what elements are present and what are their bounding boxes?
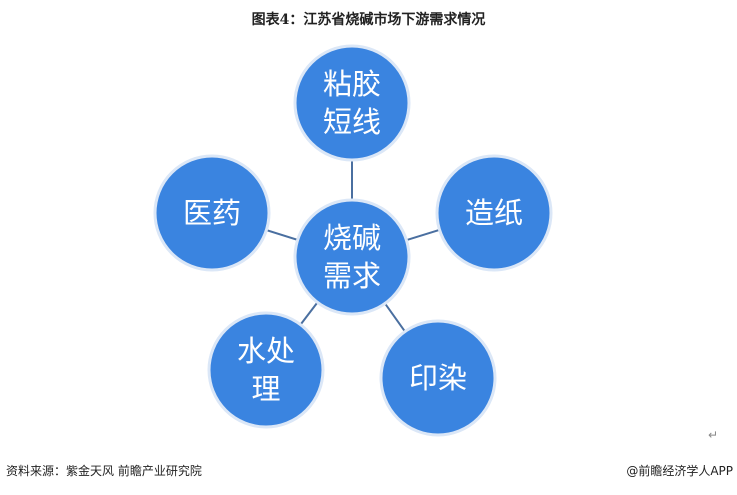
node-left-label: 医药 xyxy=(155,194,269,232)
node-bottom-right-circle xyxy=(379,319,497,437)
node-top-label: 粘胶短线 xyxy=(295,65,409,141)
node-bottom-right-label-line: 印染 xyxy=(408,361,467,395)
center-node-label-line: 需求 xyxy=(322,259,381,293)
node-bottom-left-label: 水处理 xyxy=(209,332,323,408)
node-top-label-line: 短线 xyxy=(322,105,381,139)
credit-note: @前瞻经济学人APP xyxy=(626,464,733,478)
center-node-label-line: 烧碱 xyxy=(322,221,381,255)
node-bottom-left-label-line: 理 xyxy=(251,372,281,406)
node-bottom-right-label: 印染 xyxy=(381,359,495,397)
center-node-label: 烧碱需求 xyxy=(295,219,409,295)
source-note: 资料来源：紫金天风 前瞻产业研究院 xyxy=(6,464,202,478)
node-top-circle xyxy=(293,44,411,162)
node-bottom-left-circle xyxy=(207,311,325,429)
return-mark: ↵ xyxy=(708,428,719,442)
node-left-label-line: 医药 xyxy=(182,196,241,230)
node-right-label-line: 造纸 xyxy=(464,196,523,230)
node-bottom-left-label-line: 水处 xyxy=(236,334,295,368)
figure-title: 图表4：江苏省烧碱市场下游需求情况 xyxy=(251,12,486,28)
node-left-circle xyxy=(153,154,271,272)
node-top-label-line: 粘胶 xyxy=(322,67,381,101)
node-right-circle xyxy=(435,154,553,272)
center-node-circle xyxy=(293,198,411,316)
node-right-label: 造纸 xyxy=(437,194,551,232)
